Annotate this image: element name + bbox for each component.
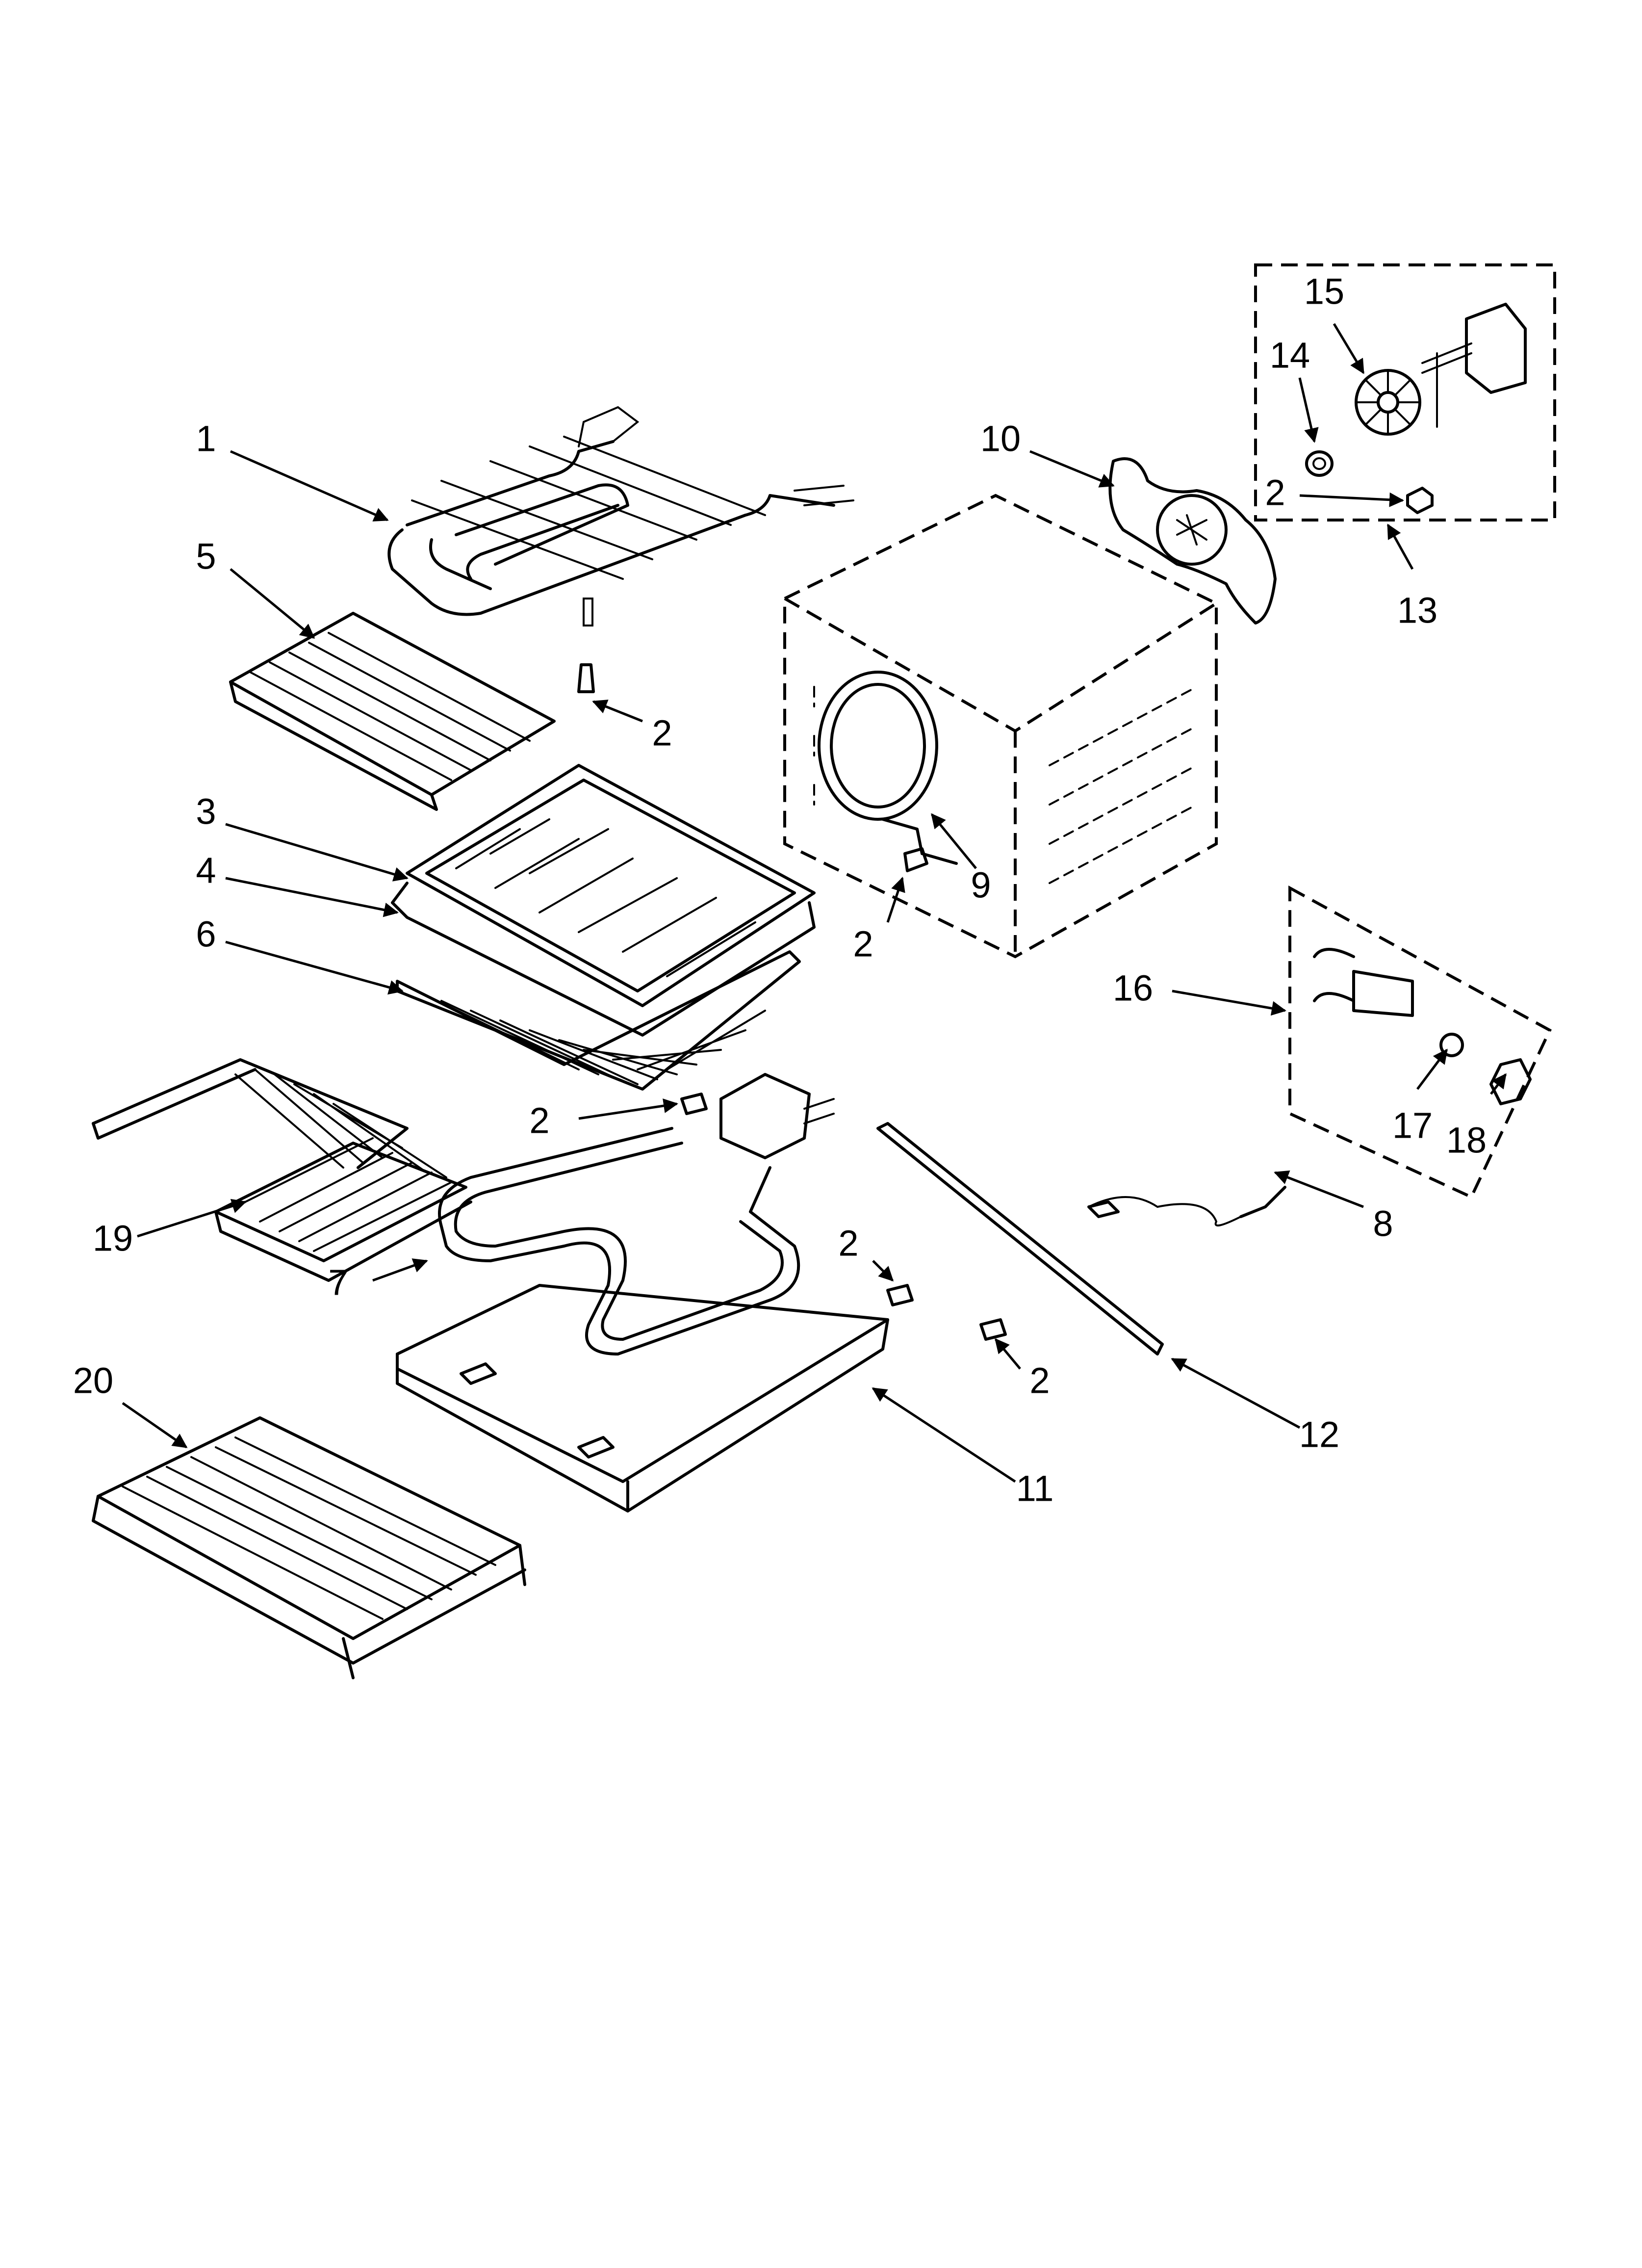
callout-labels: 1 2 2 2 2 2 2 3 4 5 6 7 8 9 10 11 12 13 …: [73, 271, 1487, 1509]
callout-6: 6: [196, 914, 216, 955]
callout-10: 10: [980, 418, 1021, 459]
convection-motor-group: [1254, 263, 1556, 521]
oven-rack-bottom-part: [92, 1416, 526, 1679]
callout-5: 5: [196, 536, 216, 577]
screw-parts: [577, 663, 1007, 1341]
callout-2-bake-screw: 2: [529, 1100, 549, 1141]
rear-trim-part: [876, 1122, 1164, 1356]
callout-17: 17: [1392, 1105, 1433, 1146]
broil-pan-part: [391, 764, 816, 1037]
meat-probe-part: [1087, 1186, 1286, 1226]
callout-3: 3: [196, 791, 216, 832]
oven-light-group: [1288, 885, 1552, 1199]
bake-element-cover-part: [396, 1284, 889, 1512]
oven-cavity-outline: [783, 494, 1218, 959]
callout-2-motor-screw: 2: [1265, 472, 1285, 513]
oven-rack-flat-part: [396, 950, 801, 1091]
callout-11: 11: [1016, 1468, 1054, 1509]
fan-baffle-part: [1108, 457, 1277, 625]
callout-4: 4: [196, 850, 216, 891]
bake-element-part: [438, 1073, 835, 1356]
callout-9: 9: [971, 865, 991, 906]
callout-7: 7: [328, 1262, 348, 1303]
callout-18: 18: [1446, 1120, 1487, 1161]
callout-2-broil-screw: 2: [652, 713, 672, 754]
callout-19: 19: [93, 1218, 133, 1259]
callout-2-cavity-screw: 2: [853, 924, 873, 965]
callout-13: 13: [1397, 590, 1437, 631]
callout-15: 15: [1304, 271, 1344, 312]
callout-14: 14: [1270, 335, 1310, 376]
callout-12: 12: [1299, 1414, 1339, 1455]
callout-20: 20: [73, 1360, 113, 1401]
callout-8: 8: [1373, 1203, 1393, 1244]
callout-16: 16: [1113, 968, 1153, 1009]
convection-element-part: [818, 671, 958, 865]
broil-pan-insert-part: [229, 612, 556, 811]
roll-out-rack-part: [92, 1058, 472, 1282]
callout-2-cover-screw: 2: [838, 1223, 858, 1264]
callout-1: 1: [196, 418, 216, 459]
callout-2-trim-screw: 2: [1029, 1360, 1050, 1401]
broil-element-part: [387, 406, 854, 626]
leader-lines: [122, 323, 1507, 1483]
